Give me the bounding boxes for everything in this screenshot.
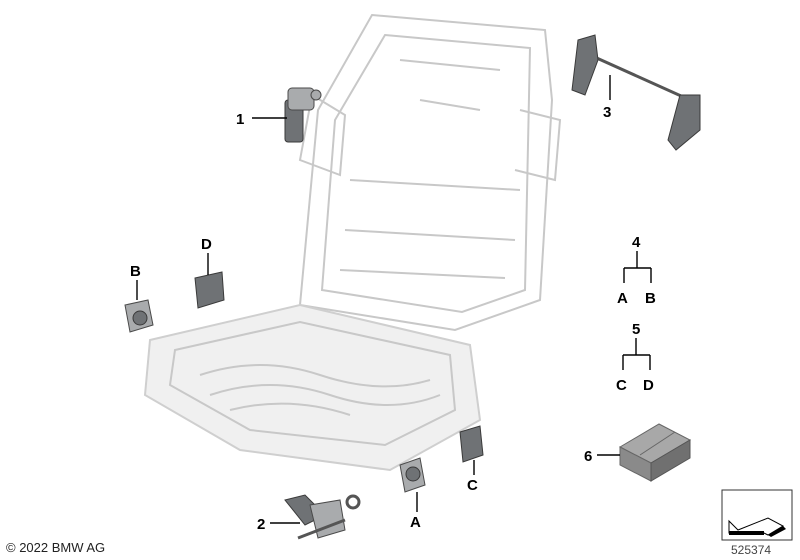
callout-4: 4 [632, 234, 641, 251]
label-D: D [201, 236, 212, 253]
image-number: 525374 [731, 543, 772, 557]
seat-frame-illustration [143, 13, 562, 472]
label-B: B [130, 263, 141, 280]
variant-tree-4: 4 A B [617, 234, 656, 307]
kit-box-part-6 [618, 423, 692, 482]
actuator-part-2 [284, 494, 361, 540]
callout-1: 1 [236, 111, 244, 128]
tree4-A: A [617, 290, 628, 307]
seat-motor-part-1 [284, 87, 322, 143]
label-A: A [410, 514, 421, 531]
part-C [459, 425, 484, 463]
tree5-D: D [643, 377, 654, 394]
part-D [194, 271, 225, 309]
label-C: C [467, 477, 478, 494]
callout-2: 2 [257, 516, 265, 533]
orientation-arrow-icon [721, 489, 793, 541]
callout-3: 3 [603, 104, 611, 121]
part-A [399, 457, 426, 493]
tree5-C: C [616, 377, 627, 394]
callout-6: 6 [584, 448, 592, 465]
copyright-text: © 2022 BMW AG [6, 540, 106, 555]
drive-shaft-part-3 [571, 34, 701, 151]
variant-tree-5: 5 C D [616, 321, 654, 394]
part-B [124, 299, 154, 333]
tree4-B: B [645, 290, 656, 307]
callout-5: 5 [632, 321, 640, 338]
